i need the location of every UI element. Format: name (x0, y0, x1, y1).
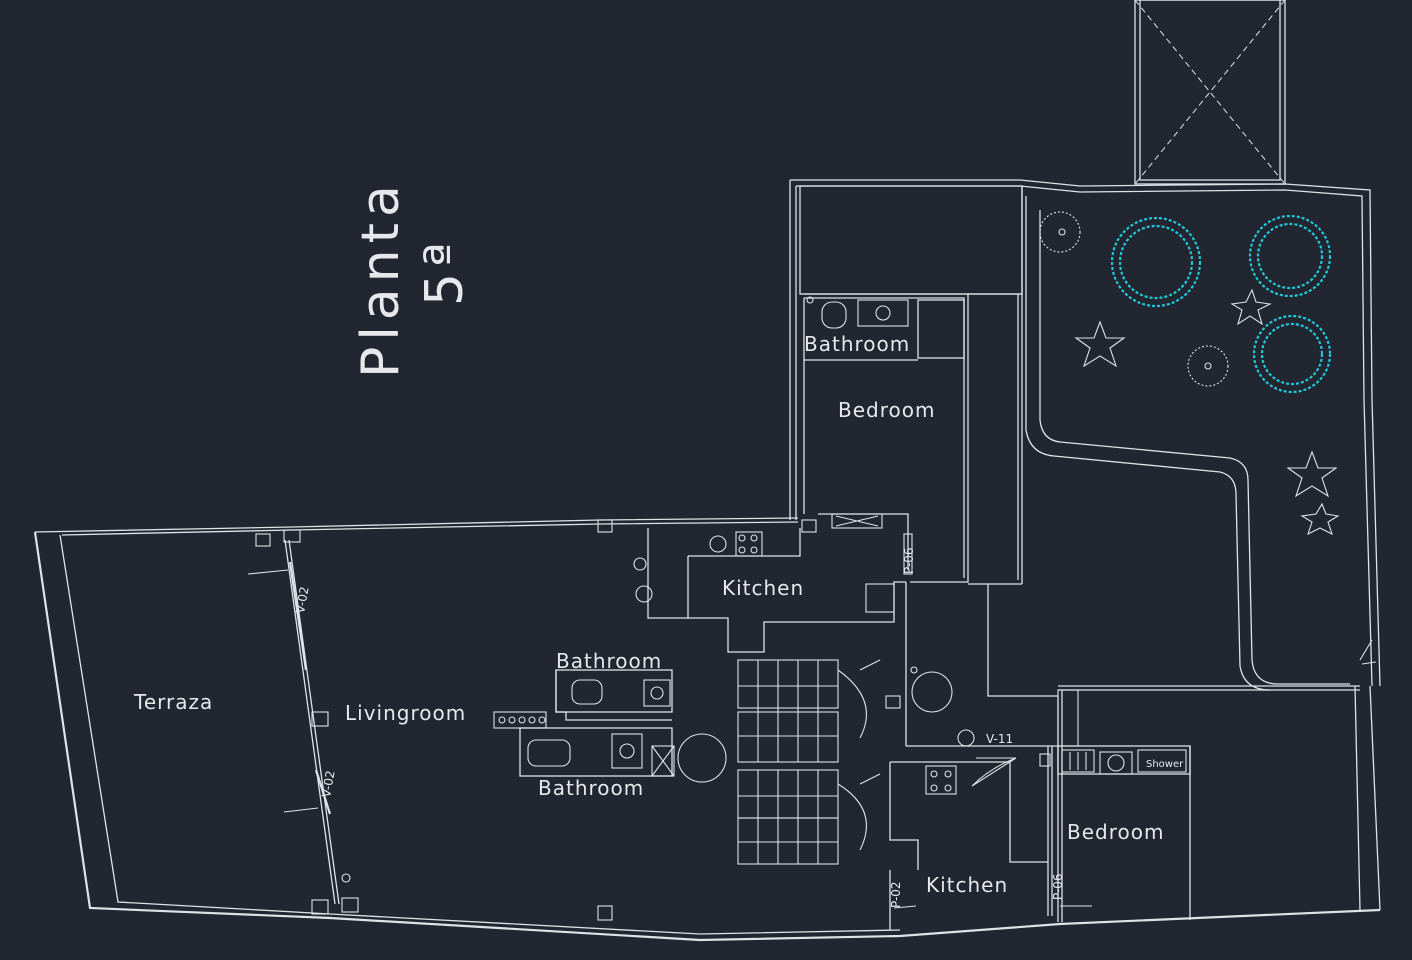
sink-icon (611, 733, 643, 769)
upper-kitchen (633, 528, 913, 746)
upper-bedroom-block (799, 185, 1023, 585)
tree-icon (1252, 314, 1332, 394)
room-label-bedroom-bottom: Bedroom (1067, 820, 1164, 844)
toilet-icon (821, 301, 847, 329)
stove-icon (925, 765, 957, 795)
plan-title: Planta (351, 179, 411, 378)
tag-p06-upper: P-06 (902, 547, 916, 574)
shrub-icon (1039, 211, 1081, 253)
room-label-bathroom-mid-upper: Bathroom (556, 649, 662, 673)
room-label-kitchen-upper: Kitchen (722, 576, 804, 600)
tag-v11: V-11 (986, 732, 1013, 746)
element-tags: V-02 V-02 P-06 V-11 Shower P-02 P-06 (293, 547, 1184, 908)
tag-p02-lower: P-02 (889, 881, 903, 908)
middle-bathrooms (493, 669, 675, 777)
lower-bedroom (1057, 689, 1191, 920)
room-labels: Bathroom Bedroom Kitchen Bathroom Living… (133, 332, 1164, 897)
living-area (247, 519, 817, 921)
tag-shower: Shower (1146, 759, 1184, 770)
exterior-walls (33, 179, 1381, 942)
room-label-terraza: Terraza (133, 690, 213, 714)
sink-icon (709, 535, 727, 553)
plan-title-group: Planta 5ª (351, 179, 475, 378)
tag-v02-upper: V-02 (293, 585, 311, 614)
sink-icon (643, 679, 671, 707)
room-label-bathroom-mid-lower: Bathroom (538, 776, 644, 800)
room-label-livingroom: Livingroom (345, 701, 466, 725)
stairs-icon (677, 659, 1058, 865)
room-label-bathroom-top: Bathroom (804, 332, 910, 356)
palm-icon (1074, 320, 1126, 368)
toilet-icon (571, 679, 603, 705)
room-label-kitchen-lower: Kitchen (926, 873, 1008, 897)
room-label-bedroom-top: Bedroom (838, 398, 935, 422)
garden-shrubs (1039, 211, 1340, 536)
palm-icon (1300, 502, 1340, 536)
sink-icon (857, 299, 909, 327)
tag-p06-lower: P-06 (1051, 873, 1065, 900)
garden-trees (1110, 214, 1332, 394)
lower-kitchen (889, 666, 1092, 930)
shrub-icon (1187, 345, 1229, 387)
garden (987, 196, 1377, 922)
door-icon (831, 513, 883, 529)
toilet-icon (527, 739, 571, 767)
palm-icon (1230, 288, 1272, 326)
stove-icon (735, 531, 763, 557)
bathroom-top-fixtures (804, 296, 918, 361)
tree-icon (1248, 214, 1332, 298)
toilet-icon (911, 671, 953, 713)
tag-v02-lower: V-02 (319, 769, 337, 798)
tree-icon (1110, 216, 1202, 308)
plan-subtitle: 5ª (415, 236, 475, 306)
palm-icon (1286, 450, 1338, 498)
planter (493, 711, 547, 729)
skylight (1134, 0, 1286, 185)
